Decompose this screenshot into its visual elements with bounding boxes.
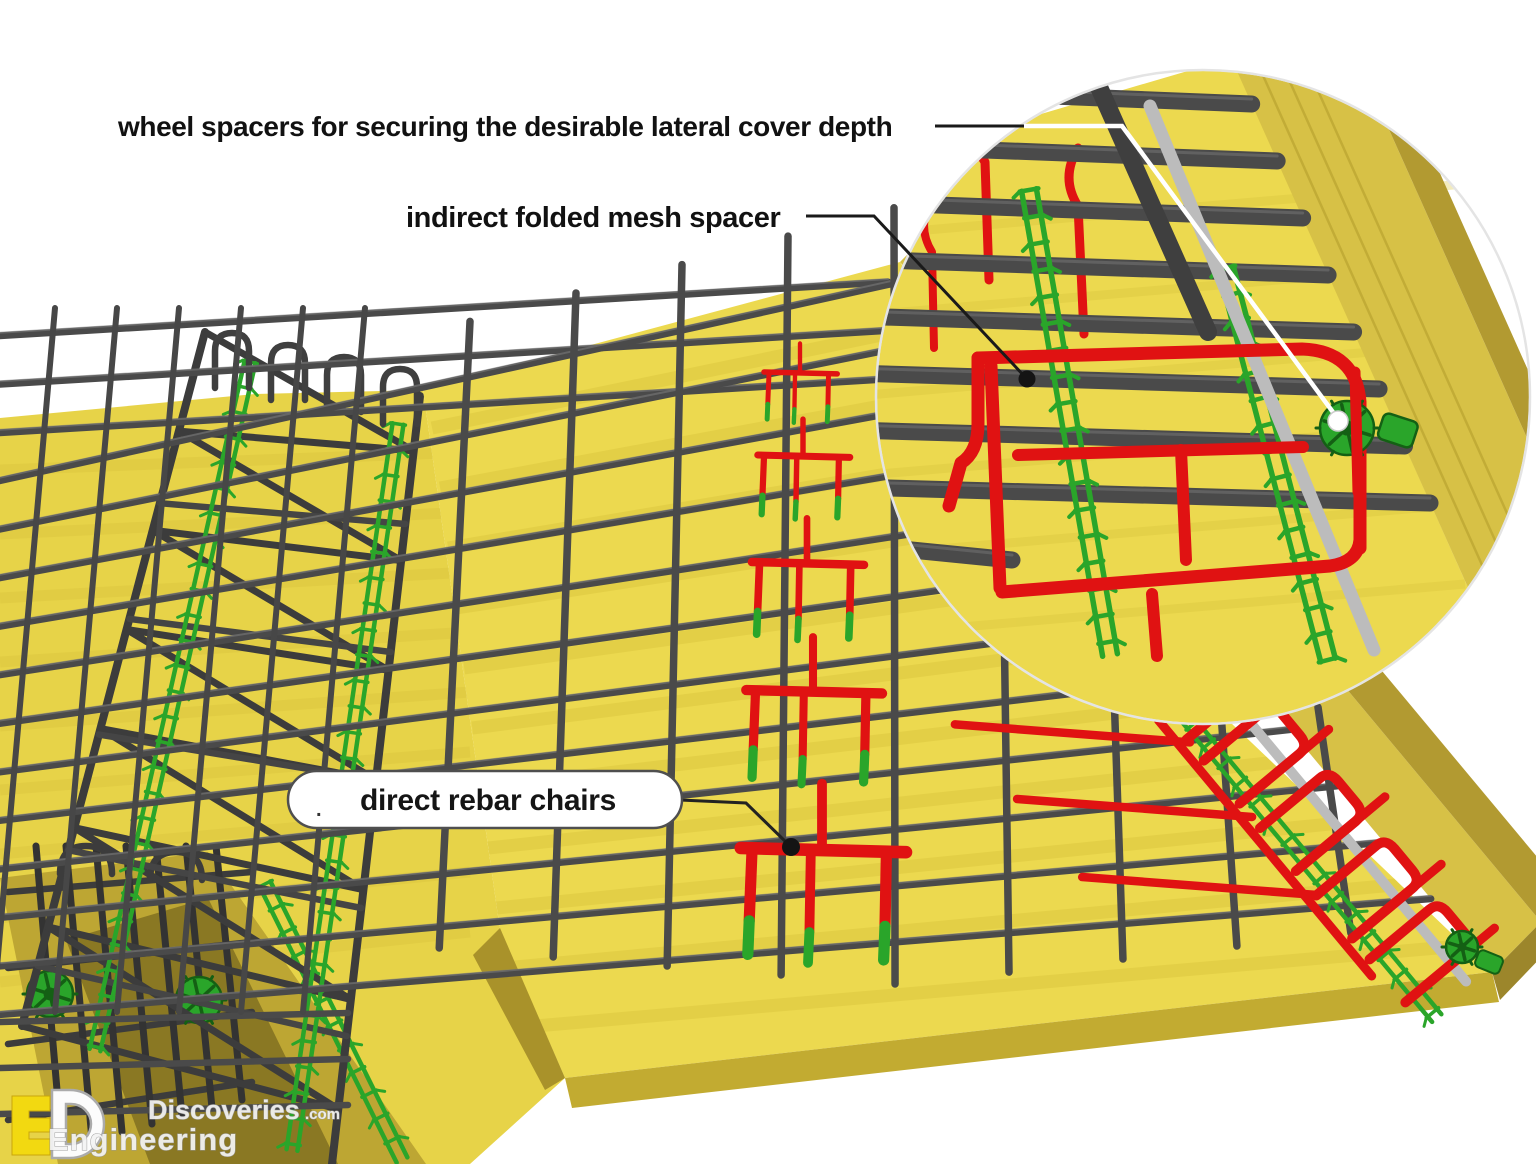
direct-rebar-chair [741, 633, 888, 789]
mesh-spacer-label: indirect folded mesh spacer [406, 202, 780, 234]
edge-formwork-board-end [1492, 927, 1536, 1000]
annotations: wheel spacers for securing the desirable… [117, 111, 1349, 856]
leader-line-rebar-chairs [679, 798, 793, 849]
rebar-chairs-period: . [316, 799, 322, 821]
direct-rebar-chair [761, 341, 840, 426]
leader-endpoint-mesh-spacer [1018, 370, 1036, 388]
watermark-logo-d [50, 1088, 106, 1160]
detail-inset-circle [874, 68, 1532, 726]
deck-left-face [473, 928, 565, 1090]
direct-rebar-chair [747, 514, 869, 644]
leader-endpoint-wheel-spacer [1327, 410, 1349, 432]
watermark-line2: Engineering [48, 1122, 238, 1157]
deck-surface [423, 262, 1492, 1078]
rebar-chairs-pill [286, 769, 684, 830]
deck-front-face [565, 972, 1499, 1108]
leader-line-wheel-spacers-white [1024, 123, 1340, 421]
watermark-line1-suffix: .com [305, 1106, 340, 1123]
watermark: Discoveries .com Engineering [11, 1088, 341, 1160]
wheel-spacers-label: wheel spacers for securing the desirable… [117, 111, 892, 142]
rebar-chairs-label: direct rebar chairs [360, 784, 616, 817]
watermark-logo-e [11, 1095, 51, 1156]
watermark-line1: Discoveries [148, 1095, 300, 1125]
leader-line-mesh-spacer [806, 214, 1029, 381]
detail-inset-rim [874, 68, 1532, 726]
leader-endpoint-rebar-chairs [782, 838, 800, 856]
direct-rebar-chair [734, 778, 913, 968]
direct-rebar-chair [754, 416, 854, 522]
direct-rebar-chairs-group [734, 341, 913, 968]
